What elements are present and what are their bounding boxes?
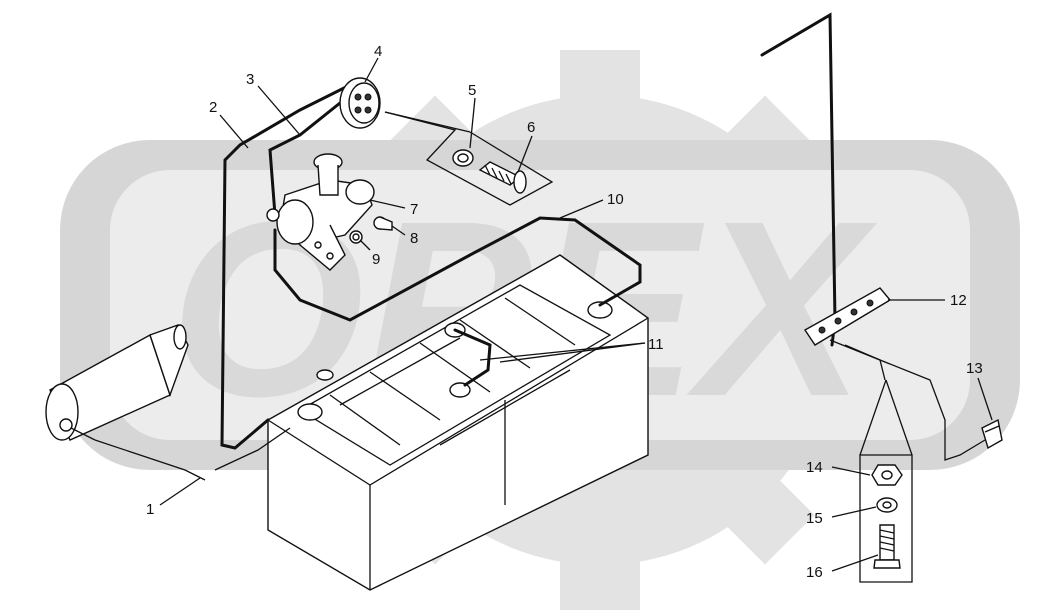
bolts-8-9	[349, 216, 393, 244]
callout-6: 6	[527, 119, 535, 136]
hardware-bracket-5-6	[384, 111, 554, 206]
hardware-panel-14-16	[859, 379, 913, 583]
callout-1: 1	[146, 501, 154, 518]
leader-lines	[159, 57, 993, 572]
solenoid-relay	[266, 153, 375, 271]
callout-10: 10	[607, 191, 624, 208]
pulley	[339, 77, 381, 129]
cable-11	[453, 328, 492, 387]
callout-16: 16	[806, 564, 823, 581]
callout-15: 15	[806, 510, 823, 527]
callout-14: 14	[806, 459, 823, 476]
callout-12: 12	[950, 292, 967, 309]
cable-1	[94, 439, 206, 481]
ground-cable-13	[829, 339, 986, 461]
callout-labels: 1 2 3 4 5 6 7 8 9 10 11 12 13 14 15 16	[146, 43, 983, 581]
cable-3	[268, 93, 352, 217]
battery-box	[267, 254, 649, 591]
callout-11: 11	[648, 336, 664, 353]
callout-9: 9	[372, 251, 380, 268]
starter-motor	[45, 324, 189, 441]
callout-3: 3	[246, 71, 254, 88]
callout-5: 5	[468, 82, 476, 99]
callout-2: 2	[209, 99, 217, 116]
cable-2	[220, 83, 352, 450]
callout-8: 8	[410, 230, 418, 247]
callout-13: 13	[966, 360, 983, 377]
cable-10	[273, 216, 642, 322]
callout-4: 4	[374, 43, 382, 60]
connector-plug	[981, 418, 1003, 450]
callout-7: 7	[410, 201, 418, 218]
